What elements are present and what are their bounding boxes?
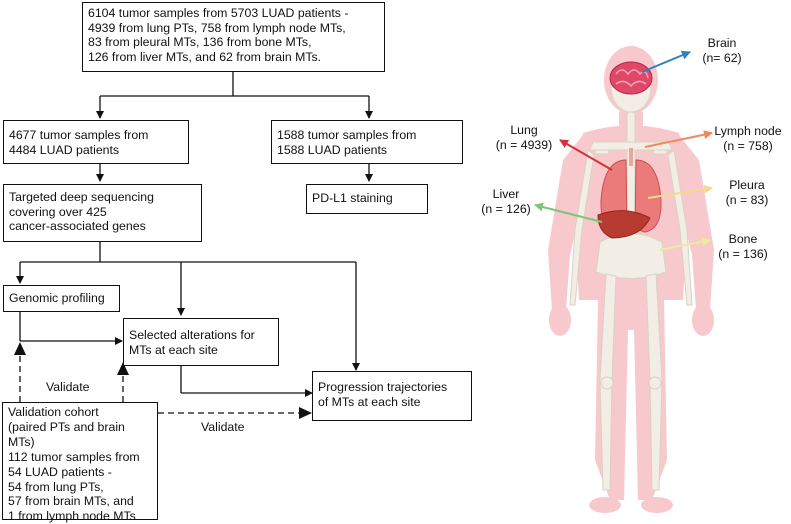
validate-arrowhead-1 xyxy=(14,342,26,355)
validate-arrowhead-2 xyxy=(117,362,129,375)
genomic-profiling-box: Genomic profiling xyxy=(3,285,120,312)
pdl1-staining-box: PD-L1 staining xyxy=(306,184,428,214)
lymph-node-label: Lymph node (n = 758) xyxy=(714,124,782,153)
targeted-sequencing-box: Targeted deep sequencing covering over 4… xyxy=(3,184,202,242)
bone-label: Bone (n = 136) xyxy=(718,232,768,261)
lung-label: Lung (n = 4939) xyxy=(495,123,553,152)
liver-icon xyxy=(597,210,651,239)
brain-arrow xyxy=(641,50,691,73)
brain-label: Brain (n= 62) xyxy=(702,36,742,65)
validate-label-left: Validate xyxy=(46,380,90,394)
lung-arrow xyxy=(559,139,613,171)
progression-trajectories-box: Progression trajectories of MTs at each … xyxy=(312,371,472,421)
pleura-label: Pleura (n = 83) xyxy=(725,178,769,207)
sequenced-samples-box: 4677 tumor samples from 4484 LUAD patien… xyxy=(3,120,189,164)
lymph-arrow xyxy=(644,130,713,148)
pdl1-samples-box: 1588 tumor samples from 1588 LUAD patien… xyxy=(271,120,463,164)
bone-arrow xyxy=(659,237,711,251)
liver-label: Liver (n = 126) xyxy=(481,187,531,216)
validation-cohort-box: Validation cohort (paired PTs and brain … xyxy=(2,402,158,523)
selected-alterations-box: Selected alterations for MTs at each sit… xyxy=(123,318,279,366)
liver-arrow xyxy=(534,202,603,223)
pleura-arrow xyxy=(647,184,713,199)
validate-label-bottom: Validate xyxy=(201,420,245,434)
brain-icon xyxy=(609,61,653,95)
validate-arrowhead-3 xyxy=(299,407,312,419)
total-samples-box: 6104 tumor samples from 5703 LUAD patien… xyxy=(82,2,385,72)
